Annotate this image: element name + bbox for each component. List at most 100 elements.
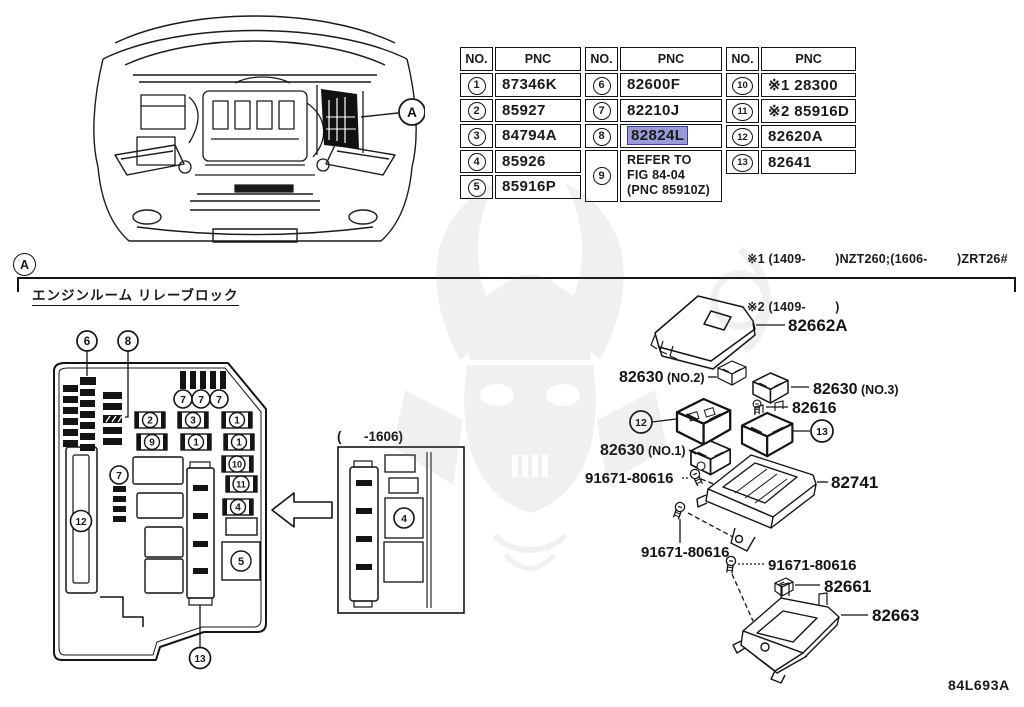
block-outline: [53, 362, 267, 661]
applicability-notes: ※1 (1409- )NZT260;(1606- )ZRT26# ※2 (140…: [747, 219, 1008, 347]
pnc-row-reference: 9 REFER TO FIG 84-04 (PNC 85910Z): [585, 149, 722, 202]
leader-12: [651, 418, 677, 423]
callout-8-label: 8: [125, 336, 132, 348]
callout-6-group: 6: [76, 330, 98, 376]
relay-no2: [717, 360, 747, 386]
callout-4-circle: [393, 507, 415, 529]
section-title-japanese: エンジンルーム リレーブロック: [32, 284, 239, 306]
assembly-line-screw-2: [687, 512, 734, 538]
col-no-header: NO.: [585, 47, 618, 71]
callout-7-label: 7: [116, 470, 122, 482]
socket-11-label: 11: [236, 480, 246, 490]
relay-no1: [690, 440, 732, 476]
socket-3-label: 3: [190, 416, 196, 427]
part-label-no3: (NO.3): [861, 383, 899, 397]
pnc-value: ※1 28300: [761, 73, 857, 97]
socket-1-label: 1: [234, 416, 240, 427]
grommet-82616: [752, 399, 762, 415]
pnc-value: 82641: [761, 150, 857, 174]
view-a-label: A: [407, 105, 417, 120]
connector-12: 12: [65, 446, 98, 594]
pnc-value: 87346K: [495, 73, 581, 97]
engine-bay-location-diagram: A: [93, 15, 425, 243]
callout-13-label: 13: [194, 654, 206, 665]
callout-13-label: 13: [816, 426, 828, 438]
callout-6: 6: [592, 76, 611, 95]
note-line-2: ※2 (1409- ): [747, 300, 840, 314]
pnc-row: 4 85926: [460, 149, 581, 173]
pnc-row: 6 82600F: [585, 73, 722, 97]
pnc-value: 82600F: [620, 73, 722, 97]
relay-block-highlight: [321, 89, 359, 149]
callout-7-label: 7: [180, 394, 186, 406]
section-divider: [17, 277, 1016, 292]
part-label-82663: 82663: [872, 606, 919, 625]
exploded-parts-diagram: 82662A 82630 (NO.2) 82630 (NO.3) 82616 1…: [585, 295, 919, 684]
block-step-detail: [100, 596, 144, 627]
callout-7-triple: [173, 389, 229, 409]
pnc-value: 84794A: [495, 124, 581, 148]
assembly-line-screw-3: [731, 573, 754, 622]
callout-6-label: 6: [84, 336, 90, 348]
relay-no3: [752, 372, 789, 404]
socket-callout-circles: [141, 411, 252, 572]
figure-code: 84L693A: [948, 677, 1010, 693]
view-a-circle: [398, 98, 425, 126]
socket-10-label: 10: [232, 460, 242, 470]
callout-7-label: 7: [198, 394, 204, 406]
part-label-82630: 82630: [619, 369, 664, 386]
socket-2-label: 2: [147, 416, 153, 427]
fuse-bars: [63, 377, 122, 451]
note-line-1: ※1 (1409- )NZT260;(1606- )ZRT26#: [747, 252, 1008, 266]
callout-11: 11: [732, 102, 753, 121]
col-no-header: NO.: [726, 47, 759, 71]
connector-13: 13: [186, 461, 215, 670]
inset-cavities: [383, 452, 432, 608]
callout-7: 7: [592, 102, 611, 120]
callout-13-circle: [810, 419, 834, 443]
refer-line-3: (PNC 85910Z): [627, 183, 710, 198]
callout-4-label: 4: [401, 513, 407, 525]
inset-connector: [349, 460, 379, 608]
callout-2: 2: [467, 102, 486, 120]
relay-block-cover: [650, 295, 756, 370]
refer-line-2: FIG 84-04: [627, 167, 686, 182]
callout-7-mid-circle: [109, 465, 129, 485]
part-label-82661: 82661: [824, 577, 871, 596]
relay-block-face-diagram: 6 8: [53, 330, 267, 670]
part-label-screw-3: 91671-80616: [768, 557, 856, 574]
part-label-no1: (NO.1): [648, 444, 686, 458]
part-label-82662A: 82662A: [788, 316, 848, 335]
col-pnc-header: PNC: [495, 47, 581, 71]
inset-caption: ( -1606): [337, 429, 404, 444]
pnc-value: 82620A: [761, 124, 857, 149]
refer-line-1: REFER TO: [627, 152, 692, 167]
callout-9: 9: [592, 167, 611, 186]
callout-12-label: 12: [635, 417, 647, 429]
pnc-value: 85926: [495, 149, 581, 173]
pnc-value: 82210J: [620, 98, 722, 122]
socket-1-label: 1: [193, 438, 199, 449]
callout-4: 4: [467, 153, 486, 171]
part-label-screw-2: 91671-80616: [641, 544, 729, 561]
callout-3: 3: [467, 127, 486, 146]
part-label-no2: (NO.2): [667, 371, 705, 385]
socket-1-label: 1: [236, 438, 242, 449]
callout-1: 1: [467, 76, 486, 95]
relay-socket-caps: [135, 412, 257, 515]
callout-8-group: 8: [117, 330, 139, 418]
highlighted-fuse-hatched: [103, 415, 123, 423]
arrow-left-icon: [271, 492, 333, 528]
callout-12: 12: [732, 128, 753, 147]
col-pnc-header: PNC: [620, 47, 722, 71]
selected-pnc-value[interactable]: 82824L: [627, 126, 689, 146]
top-fuse-bars: [180, 371, 226, 389]
part-label-82630: 82630: [600, 442, 645, 459]
leader-82630-no1: [688, 449, 697, 455]
